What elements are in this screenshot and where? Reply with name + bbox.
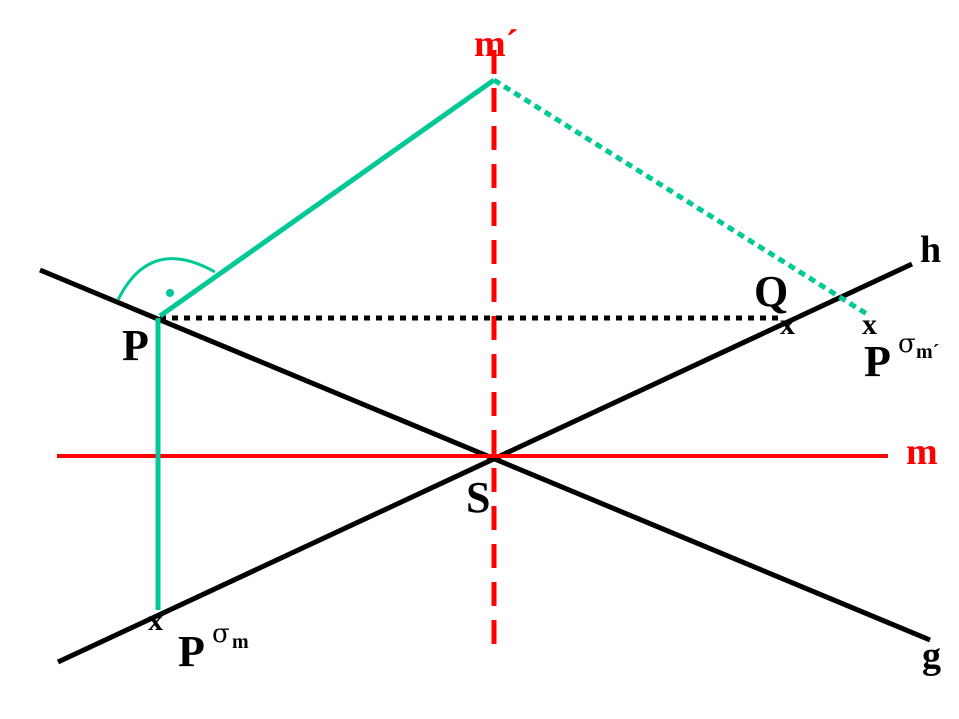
label-p-sigma-m-prime-base: P	[864, 337, 891, 386]
label-g: g	[922, 635, 941, 677]
label-p-sigma-m-prime-sup: σ	[898, 329, 916, 359]
mark-x-p-sigma-m: x	[148, 604, 163, 637]
mark-x-q: x	[780, 308, 795, 341]
label-p-sigma-m-sup: σ	[212, 619, 230, 649]
label-q: Q	[754, 267, 788, 316]
right-angle-arc	[116, 257, 216, 301]
line-h	[56, 261, 914, 665]
label-h: h	[920, 229, 941, 271]
label-p-sigma-m-base: P	[178, 627, 205, 676]
label-m: m	[906, 431, 938, 473]
segment-p-to-m-prime	[158, 77, 496, 319]
mark-x-p-sigma-m-prime: x	[862, 308, 877, 341]
right-angle-dot	[166, 289, 174, 297]
label-p-sigma-m-prime-sub: m´	[916, 341, 939, 363]
label-p: P	[122, 321, 149, 370]
label-s: S	[466, 473, 490, 522]
label-p-sigma-m-sub: m	[232, 631, 249, 653]
segment-m-prime-to-p-sigma-m-prime	[492, 77, 872, 319]
label-m-prime: m´	[474, 23, 518, 65]
